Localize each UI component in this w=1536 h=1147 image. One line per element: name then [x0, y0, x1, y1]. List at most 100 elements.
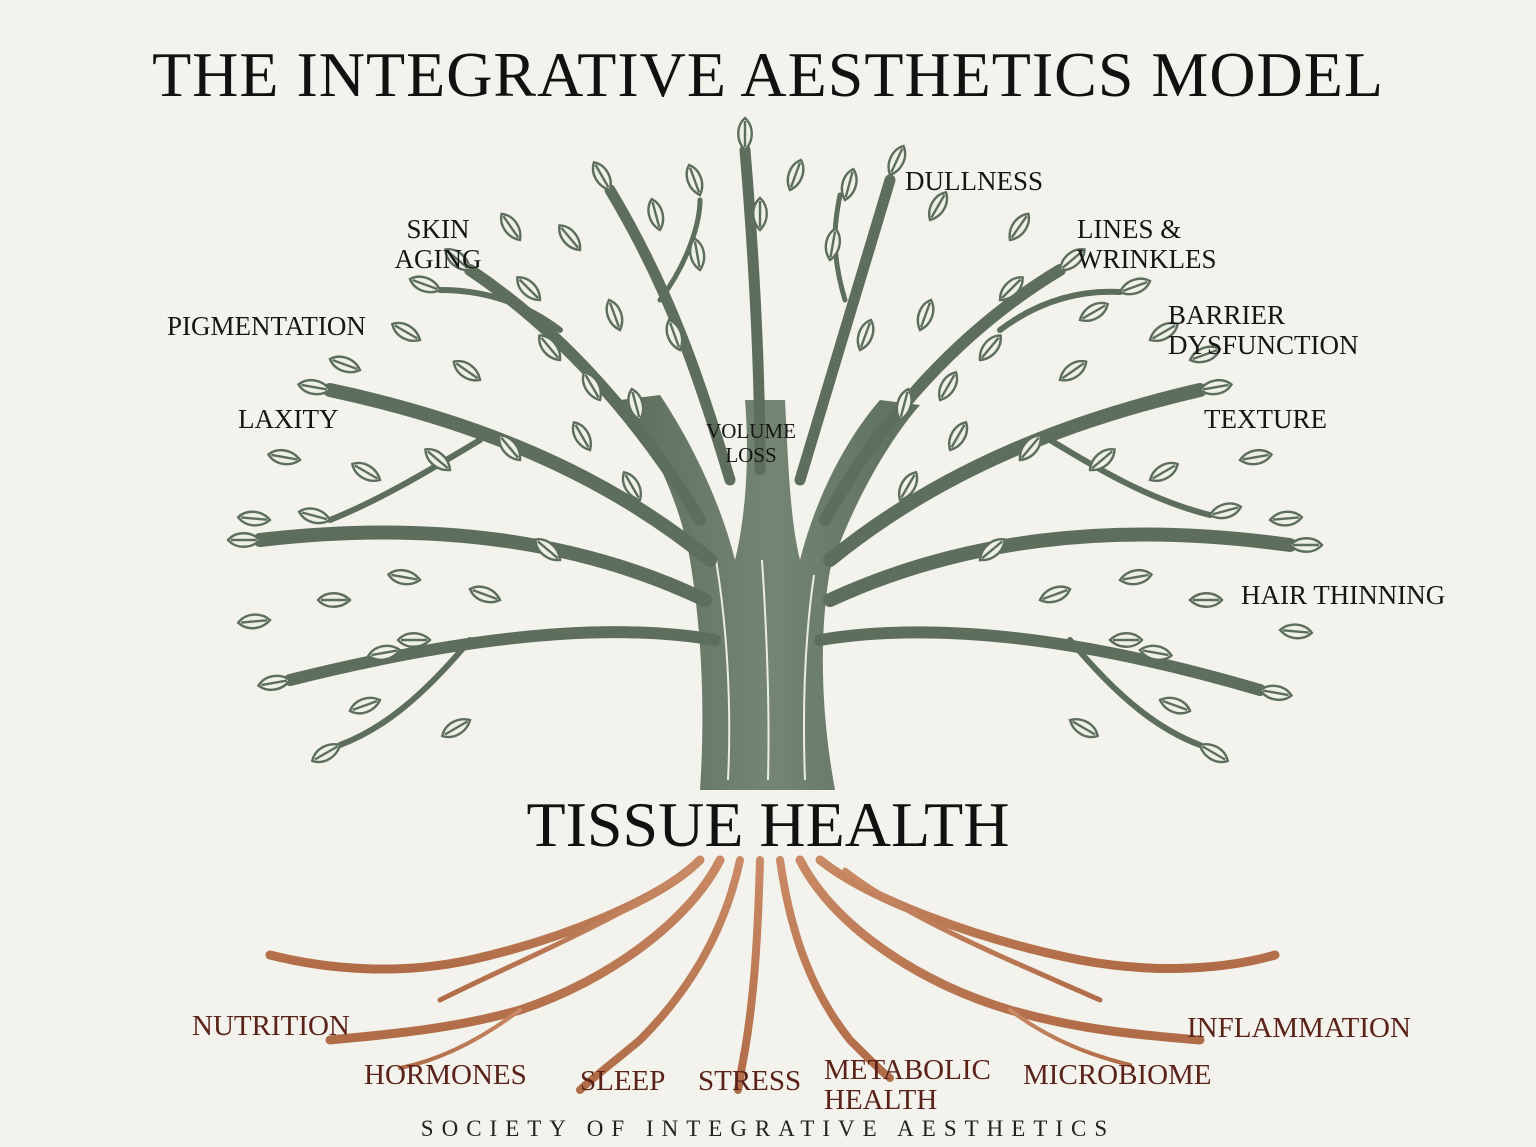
leaf-48: [256, 674, 292, 692]
leaf-74: [752, 196, 768, 232]
leaf-59: [1038, 585, 1072, 604]
leaf-34: [1238, 448, 1274, 466]
label-barrier-dysfunction-line-1: BARRIER: [1168, 300, 1286, 330]
label-skin-aging-line-1: SKIN: [406, 214, 470, 244]
root-label-sleep: SLEEP: [580, 1065, 666, 1097]
label-volume-loss: VOLUME LOSS: [696, 419, 806, 467]
leaf-3: [591, 160, 612, 192]
leaf-43: [1018, 434, 1042, 462]
tree-branches: [253, 144, 1297, 748]
leaf-33: [297, 507, 332, 525]
leaf-53: [1278, 623, 1314, 640]
center-label-tissue-health: TISSUE HEALTH: [526, 789, 1010, 860]
leaf-9: [444, 248, 472, 272]
leaf-13: [1008, 212, 1031, 242]
label-lines-wrinkles-line-1: LINES &: [1077, 214, 1182, 244]
leaf-8: [840, 167, 858, 202]
leaf-17: [1078, 301, 1110, 322]
root-label-nutrition: NUTRITION: [192, 1010, 350, 1042]
leaf-46: [627, 387, 645, 422]
label-texture: TEXTURE: [1204, 404, 1327, 434]
leaf-71: [1138, 644, 1174, 662]
label-skin-aging-line-2: AGING: [394, 244, 482, 274]
leaf-38: [350, 461, 382, 482]
leaf-57: [1108, 632, 1144, 648]
leaf-12: [1058, 248, 1086, 272]
leaf-63: [1188, 592, 1224, 608]
label-lines-wrinkles-line-2: WRINKLES: [1077, 244, 1217, 274]
leaf-70: [366, 644, 402, 662]
leaf-4: [647, 197, 665, 232]
label-pigmentation: PIGMENTATION: [167, 311, 366, 341]
label-laxity: LAXITY: [238, 404, 339, 434]
root-label-metabolic-health-line-1: METABOLIC: [824, 1054, 991, 1086]
leaf-10: [499, 212, 522, 242]
leaf-32: [226, 532, 262, 548]
leaf-19: [328, 355, 362, 374]
leaf-22: [1198, 378, 1234, 396]
root-label-hormones: HORMONES: [364, 1059, 527, 1091]
leaf-69: [1068, 718, 1100, 739]
leaf-47: [895, 387, 913, 422]
leaf-7: [928, 190, 949, 222]
label-hair-thinning: HAIR THINNING: [1241, 580, 1446, 610]
leaf-30: [266, 448, 302, 466]
leaf-39: [1148, 461, 1180, 482]
leaf-51: [348, 696, 382, 715]
leaf-61: [978, 538, 1006, 562]
root-label-stress: STRESS: [698, 1065, 802, 1097]
leaf-50: [310, 743, 342, 764]
tree-roots: [265, 855, 1280, 1094]
leaf-23: [1188, 345, 1222, 364]
root-label-microbiome: MICROBIOME: [1023, 1059, 1212, 1091]
leaf-28: [605, 298, 624, 332]
leaf-77: [581, 370, 602, 402]
leaf-64: [386, 568, 422, 586]
root-label-metabolic-health: METABOLIC HEALTH: [824, 1055, 996, 1115]
root-label-inflammation: INFLAMMATION: [1187, 1012, 1411, 1044]
leaf-14: [998, 276, 1024, 302]
leaf-37: [1208, 502, 1243, 520]
leaf-31: [236, 510, 272, 527]
leaf-75: [665, 318, 684, 352]
leaf-76: [856, 318, 875, 352]
leaf-27: [978, 334, 1002, 362]
leaf-1: [685, 163, 704, 197]
leaf-73: [824, 226, 842, 262]
leaf-5: [558, 224, 582, 252]
leaf-68: [440, 718, 472, 739]
leaf-0: [737, 116, 753, 152]
leaf-41: [1088, 448, 1116, 472]
leaf-78: [938, 370, 959, 402]
leaf-21: [1148, 321, 1180, 342]
leaf-11: [516, 276, 542, 302]
leaf-29: [916, 298, 935, 332]
leaf-66: [621, 470, 642, 502]
root-label-metabolic-health-line-2: HEALTH: [824, 1084, 938, 1116]
leaf-54: [1198, 743, 1230, 764]
label-volume-loss-line-2: LOSS: [725, 443, 777, 467]
leaf-40: [424, 448, 452, 472]
leaf-55: [1158, 696, 1192, 715]
leaf-6: [887, 144, 907, 177]
leaf-67: [898, 470, 919, 502]
leaf-49: [236, 613, 272, 630]
leaf-44: [571, 420, 592, 452]
leaf-24: [452, 359, 482, 382]
leaf-18: [390, 321, 422, 342]
leaf-20: [296, 378, 332, 396]
label-barrier-dysfunction-line-2: DYSFUNCTION: [1168, 330, 1359, 360]
label-skin-aging: SKIN AGING: [385, 214, 491, 274]
leaf-52: [1258, 684, 1294, 702]
label-barrier-dysfunction: BARRIER DYSFUNCTION: [1168, 300, 1359, 360]
leaf-36: [1288, 537, 1324, 553]
leaf-26: [538, 334, 562, 362]
leaf-25: [1058, 359, 1088, 382]
footer-society-name: SOCIETY OF INTEGRATIVE AESTHETICS: [420, 1116, 1116, 1141]
tree-leaves: [226, 116, 1324, 764]
leaf-58: [468, 585, 502, 604]
leaf-56: [396, 632, 432, 648]
label-lines-wrinkles: LINES & WRINKLES: [1077, 214, 1216, 274]
